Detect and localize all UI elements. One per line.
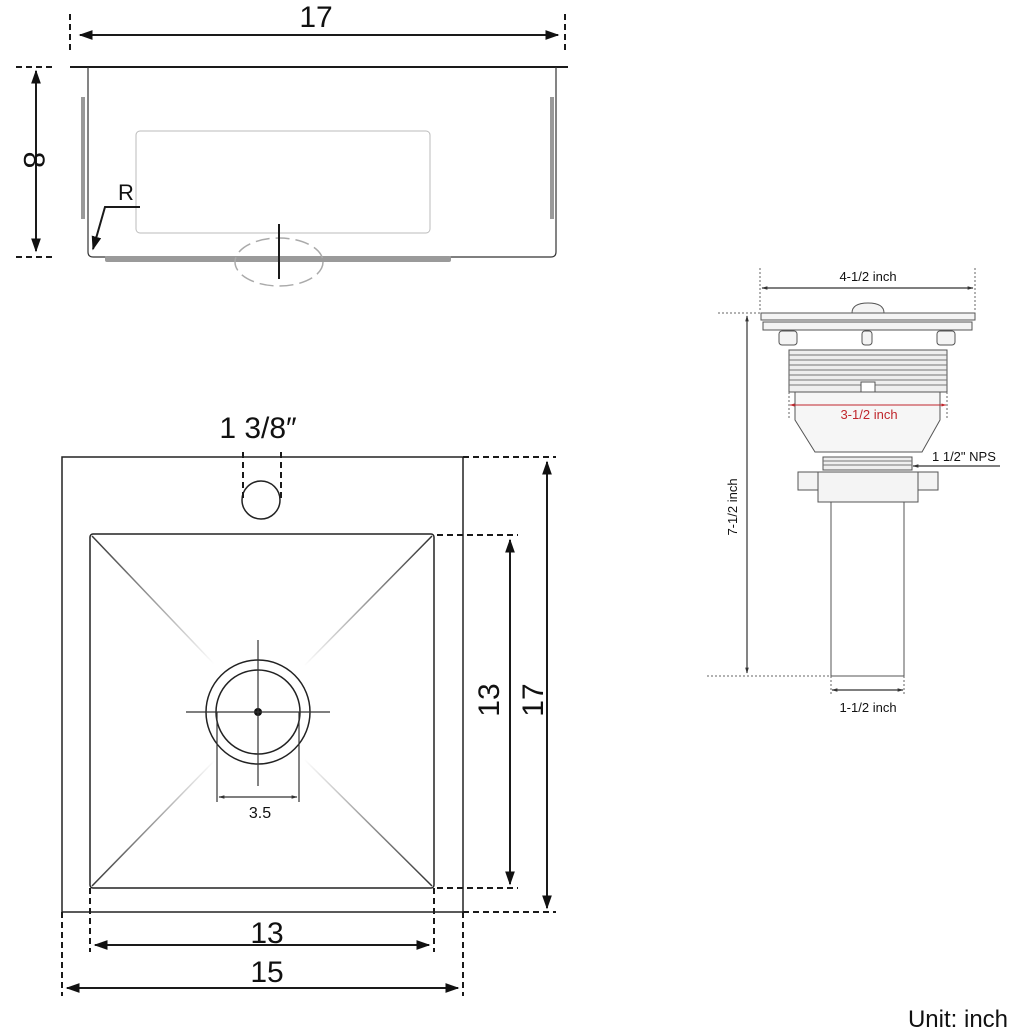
flange-width-label: 4-1/2 inch — [839, 269, 896, 284]
front-view: 17 8 R — [16, 1, 568, 287]
neck-threads — [822, 456, 913, 471]
side-bracket — [81, 97, 85, 219]
strainer-diagram: 4-1/2 inch 3-1/2 inch 1 1/2" NPS — [707, 268, 1000, 715]
faucet-hole-label: 1 3/8″ — [219, 412, 297, 445]
thread-label: 1 1/2" NPS — [932, 449, 996, 464]
strainer-threads — [788, 349, 948, 393]
tailpiece-width-label: 1-1/2 inch — [839, 700, 896, 715]
outer-height-label: 17 — [517, 683, 550, 716]
coupling-body — [817, 471, 919, 503]
radius-label: R — [118, 180, 134, 205]
outer-width-label: 15 — [250, 956, 283, 989]
radius-leader — [91, 206, 140, 251]
front-width-label: 17 — [299, 1, 332, 34]
body-width-label: 3-1/2 inch — [840, 407, 897, 422]
strainer-tab — [861, 330, 873, 346]
unit-label: Unit: inch — [908, 1006, 1008, 1031]
side-bracket — [550, 97, 554, 219]
strainer-knob — [851, 302, 885, 314]
tailpiece — [830, 501, 905, 677]
front-height-label: 8 — [17, 152, 50, 169]
bowl-outline — [87, 67, 557, 258]
inner-width-label: 13 — [250, 917, 283, 950]
drain-diameter-label: 3.5 — [249, 805, 271, 822]
strainer-tab — [936, 330, 956, 346]
flange-top — [760, 312, 976, 321]
strainer-tab — [778, 330, 798, 346]
inner-height-label: 13 — [473, 683, 506, 716]
bowl-slope-lines — [91, 535, 433, 887]
flange-ring — [762, 321, 973, 331]
inner-panel — [135, 130, 431, 234]
sink-outer-outline — [61, 456, 464, 913]
faucet-hole — [241, 480, 281, 520]
bowl-inner-outline — [89, 533, 435, 889]
strainer-height-label: 7-1/2 inch — [725, 478, 740, 535]
strainer-body — [794, 391, 941, 453]
top-view: 3.5 1 3/8″ 13 17 13 15 — [61, 412, 556, 996]
